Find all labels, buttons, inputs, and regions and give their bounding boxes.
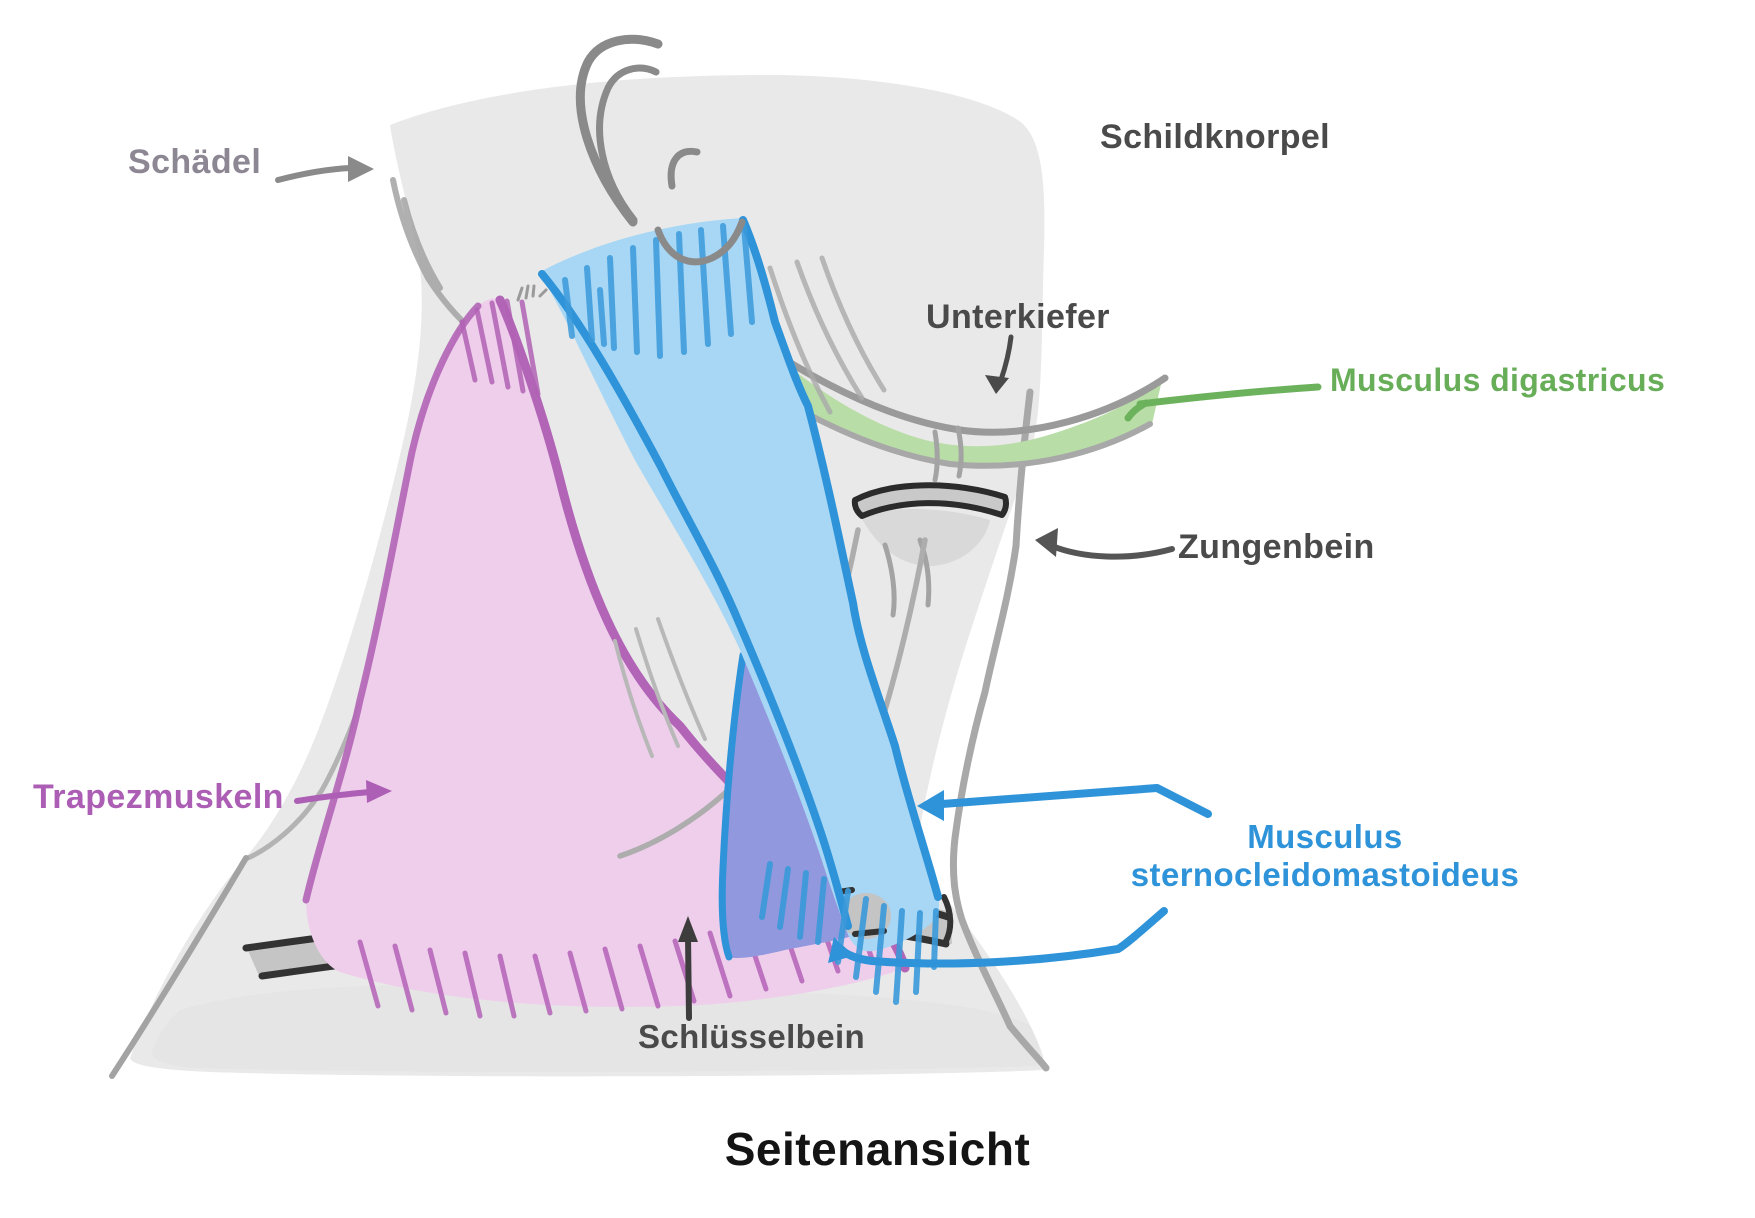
digastricus-pointer	[1124, 383, 1322, 422]
ear-outline	[576, 34, 746, 266]
scm-bottom-fringe	[759, 861, 939, 1005]
ear-canal-curve	[667, 147, 701, 190]
label-schaedel: Schädel	[128, 143, 262, 181]
label-musculus-digastricus: Musculus digastricus	[1330, 362, 1666, 398]
scm-left-edge	[538, 270, 852, 930]
zungenbein-arrow	[1035, 528, 1175, 560]
scm-top-hatch	[562, 223, 755, 359]
diagram-title: Seitenansicht	[724, 1123, 1031, 1175]
scm-muscle-shape	[540, 218, 940, 952]
trapezius-top-hatch	[459, 298, 541, 397]
ear-outer-helix	[576, 34, 663, 227]
unterkiefer-arrow	[985, 334, 1014, 394]
scm-right-edge	[739, 216, 942, 901]
scm-clavicular-head-edge	[718, 651, 747, 961]
trapezmuskeln-arrow	[294, 780, 392, 804]
throat-front-edge-line	[949, 388, 1050, 1072]
scm-lower-pointer	[828, 907, 1168, 968]
label-trapezmuskeln: Trapezmuskeln	[33, 778, 284, 816]
label-scm-line1: Musculus	[1247, 818, 1403, 855]
neck-striations	[613, 617, 707, 758]
trapezius-left-edge	[302, 302, 482, 904]
hyoid-bone-shape	[851, 482, 1009, 519]
schluesselbein-arrow	[678, 916, 698, 1021]
label-schluesselbein: Schlüsselbein	[638, 1018, 866, 1055]
label-zungenbein: Zungenbein	[1178, 528, 1375, 566]
thyroid-cartilage-lines	[882, 425, 964, 618]
ear-lobe-curve	[654, 218, 746, 266]
chest-shading	[151, 984, 1040, 1072]
label-scm-line2: sternocleidomastoideus	[1130, 855, 1520, 893]
ear-inner-helix	[596, 64, 660, 224]
label-schildknorpel: Schildknorpel	[1100, 118, 1331, 156]
hairline-marks	[516, 284, 548, 302]
label-unterkiefer: Unterkiefer	[926, 298, 1110, 336]
label-musculus-sternocleidomastoideus: Musculus sternocleidomastoideus	[1040, 818, 1610, 894]
schaedel-arrow	[275, 156, 374, 183]
jaw-striations	[767, 255, 887, 415]
shoulder-edge-line	[109, 855, 249, 1079]
scm-upper-pointer	[917, 784, 1212, 821]
